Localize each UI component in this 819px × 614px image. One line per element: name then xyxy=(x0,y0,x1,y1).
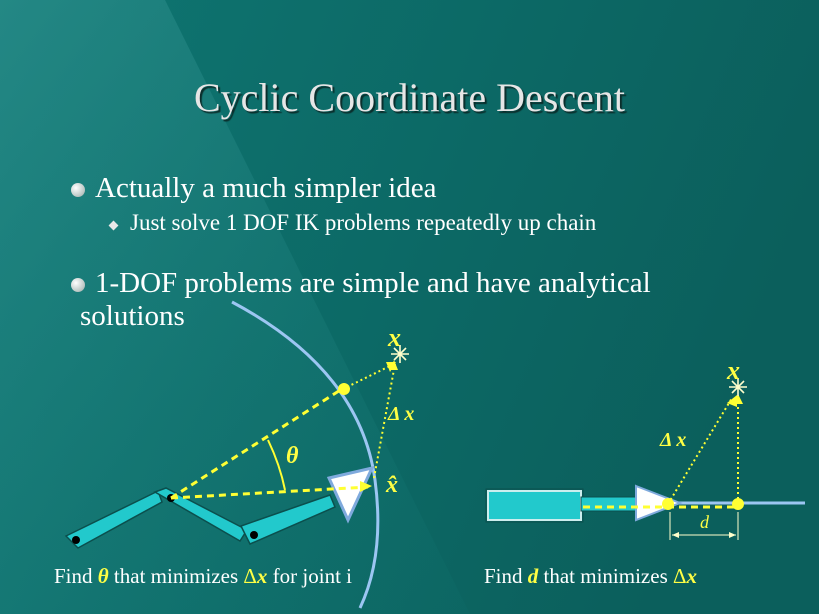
left-caption: Find θ that minimizes Δx for joint i xyxy=(54,564,352,589)
bullet-dot-1 xyxy=(71,183,85,197)
target-x-label-left: x xyxy=(387,323,401,352)
sub-bullet-1-text: Just solve 1 DOF IK problems repeatedly … xyxy=(130,210,597,235)
target-star-right xyxy=(729,378,747,396)
delta-x-label-left: Δ x xyxy=(387,403,414,425)
target-arrowhead-2 xyxy=(390,360,398,370)
bullet-dot-2 xyxy=(71,278,85,292)
distance-d-label: d xyxy=(700,512,710,532)
left-caption-pre: Find xyxy=(54,564,98,588)
prismatic-rod xyxy=(580,496,642,512)
prismatic-base xyxy=(487,490,582,521)
link-1 xyxy=(64,489,163,549)
left-caption-mid: that minimizes xyxy=(108,564,244,588)
slide-title: Cyclic Coordinate Descent xyxy=(194,75,625,120)
bullet-2-line1: 1-DOF problems are simple and have analy… xyxy=(95,267,651,299)
right-caption-x: x xyxy=(686,564,698,588)
delta-x-dotted xyxy=(373,363,396,479)
current-link-arrowhead xyxy=(360,481,372,492)
target-arrowhead-right-2 xyxy=(733,394,743,404)
current-link-dashed xyxy=(170,485,369,500)
right-caption-mid: that minimizes xyxy=(538,564,673,588)
distance-arrowhead-right xyxy=(729,532,736,538)
distance-arrowhead-left xyxy=(672,532,679,538)
left-caption-post: for joint i xyxy=(267,564,352,588)
target-x-label-right: x xyxy=(726,356,740,385)
right-caption-delta: Δ xyxy=(673,564,687,588)
right-caption-pre: Find xyxy=(484,564,528,588)
joint-3-dot xyxy=(250,531,258,539)
delta-x-dotted-right xyxy=(667,397,733,505)
delta-x-label-right: Δ x xyxy=(659,429,686,451)
bullet-2-line2: solutions xyxy=(80,300,185,332)
rotated-link-dashed xyxy=(170,387,343,500)
left-caption-theta: θ xyxy=(97,564,109,588)
effector-x-hat-label: x̂ xyxy=(385,472,398,498)
remaining-error-dotted xyxy=(346,363,395,388)
bullet-1-text: Actually a much simpler idea xyxy=(95,172,437,204)
theta-label: θ xyxy=(286,443,299,469)
angle-arc xyxy=(267,439,286,491)
right-caption-d: d xyxy=(527,564,539,588)
left-caption-x: x xyxy=(256,564,268,588)
end-effector-arrow xyxy=(326,465,375,524)
joint-1-dot xyxy=(72,536,80,544)
left-caption-delta: Δ xyxy=(243,564,257,588)
prismatic-effector-arrow xyxy=(635,484,683,522)
right-caption: Find d that minimizes Δx xyxy=(484,564,697,589)
target-star-left xyxy=(391,345,409,363)
link-3 xyxy=(239,494,336,545)
